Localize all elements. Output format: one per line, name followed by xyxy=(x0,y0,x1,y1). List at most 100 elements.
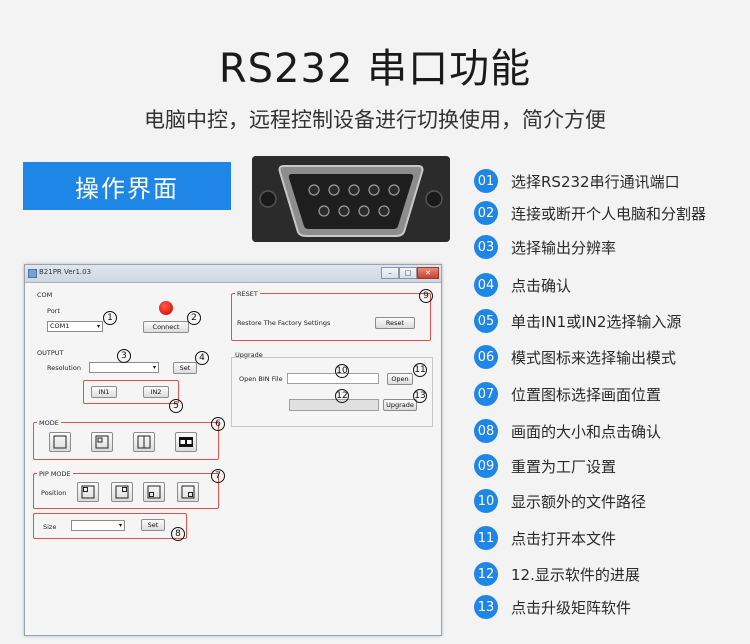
marker-3: 3 xyxy=(117,347,131,363)
maximize-button[interactable]: □ xyxy=(399,267,417,279)
step-item: 05 单击IN1或IN2选择输入源 xyxy=(474,308,681,334)
window-titlebar[interactable]: B21PR Ver1.03 – □ ✕ xyxy=(25,265,441,283)
resolution-select[interactable]: ▾ xyxy=(89,362,159,373)
com-group-label: COM xyxy=(37,291,53,299)
step-number: 03 xyxy=(474,235,498,259)
resolution-set-button[interactable]: Set xyxy=(173,362,197,374)
chevron-down-icon: ▾ xyxy=(118,522,122,529)
reset-button[interactable]: Reset xyxy=(375,317,415,329)
step-item: 01 选择RS232串行通讯端口 xyxy=(474,168,680,194)
marker-4: 4 xyxy=(195,349,209,365)
marker-12: 12 xyxy=(335,389,349,403)
db9-port-photo xyxy=(252,156,450,242)
step-text: 位置图标选择画面位置 xyxy=(511,385,662,404)
pip-top-left-button[interactable] xyxy=(77,482,99,502)
bin-path-field[interactable] xyxy=(287,373,379,384)
step-text: 12.显示软件的进展 xyxy=(511,565,640,584)
reset-group-label: RESET xyxy=(235,290,260,298)
marker-6: 6 xyxy=(211,415,225,431)
step-number: 02 xyxy=(474,201,498,225)
window-title: B21PR Ver1.03 xyxy=(39,268,92,276)
step-item: 07 位置图标选择画面位置 xyxy=(474,381,661,407)
pip-top-right-button[interactable] xyxy=(111,482,133,502)
step-text: 连接或断开个人电脑和分割器 xyxy=(511,204,707,223)
step-text: 重置为工厂设置 xyxy=(511,457,617,476)
split-screen-icon xyxy=(137,435,151,449)
restore-factory-label: Restore The Factory Settings xyxy=(237,319,331,327)
step-number: 06 xyxy=(474,345,498,369)
step-item: 11 点击打开本文件 xyxy=(474,525,616,551)
pip-group-label: PIP MODE xyxy=(37,470,73,478)
step-item: 09 重置为工厂设置 xyxy=(474,453,616,479)
pip-position-highlight xyxy=(33,473,219,509)
marker-10: 10 xyxy=(335,364,349,378)
split-fill-screen-icon xyxy=(179,437,193,447)
connect-button[interactable]: Connect xyxy=(143,321,189,333)
pip-top-right-icon xyxy=(115,485,129,499)
in2-button[interactable]: IN2 xyxy=(143,386,169,398)
mode-pip-button[interactable] xyxy=(91,432,113,452)
marker-1: 1 xyxy=(103,309,117,325)
ops-interface-label: 操作界面 xyxy=(23,162,231,210)
single-screen-icon xyxy=(53,435,67,449)
pip-bottom-right-icon xyxy=(181,485,195,499)
size-label: Size xyxy=(43,523,57,531)
size-select[interactable]: ▾ xyxy=(71,520,125,531)
output-group-label: OUTPUT xyxy=(37,349,64,357)
marker-5: 5 xyxy=(169,397,183,413)
open-button[interactable]: Open xyxy=(387,373,413,385)
marker-2: 2 xyxy=(187,309,201,325)
step-number: 07 xyxy=(474,382,498,406)
port-select[interactable]: COM1▾ xyxy=(47,321,103,332)
step-number: 12 xyxy=(474,562,498,586)
step-text: 选择输出分辨率 xyxy=(511,238,617,257)
marker-7: 7 xyxy=(211,467,225,483)
step-number: 13 xyxy=(474,595,498,619)
step-item: 04 点击确认 xyxy=(474,272,571,298)
step-text: 点击确认 xyxy=(511,276,572,295)
port-label: Port xyxy=(47,307,60,315)
connection-status-led xyxy=(159,301,173,315)
pip-bottom-left-button[interactable] xyxy=(143,482,165,502)
page-subtitle: 电脑中控，远程控制设备进行切换使用，简介方便 xyxy=(144,108,606,132)
upgrade-button[interactable]: Upgrade xyxy=(383,399,417,411)
chevron-down-icon: ▾ xyxy=(152,364,156,371)
mode-split-fill-button[interactable] xyxy=(175,432,197,452)
pip-bottom-right-button[interactable] xyxy=(177,482,199,502)
step-number: 05 xyxy=(474,309,498,333)
minimize-button[interactable]: – xyxy=(381,267,399,279)
step-number: 11 xyxy=(474,526,498,550)
step-number: 04 xyxy=(474,273,498,297)
step-text: 单击IN1或IN2选择输入源 xyxy=(511,312,682,331)
step-item: 03 选择输出分辨率 xyxy=(474,234,616,260)
pip-bottom-left-icon xyxy=(147,485,161,499)
app-window: B21PR Ver1.03 – □ ✕ COM Port COM1▾ 1 Con… xyxy=(24,264,442,636)
resolution-label: Resolution xyxy=(47,364,81,372)
mode-single-button[interactable] xyxy=(49,432,71,452)
step-text: 选择RS232串行通讯端口 xyxy=(511,172,680,191)
pip-size-highlight xyxy=(33,513,187,539)
mode-group-label: MODE xyxy=(37,419,61,427)
page-title: RS232 串口功能 xyxy=(218,46,532,92)
step-item: 02 连接或断开个人电脑和分割器 xyxy=(474,200,706,226)
marker-11: 11 xyxy=(413,363,427,377)
step-text: 点击打开本文件 xyxy=(511,529,617,548)
close-button[interactable]: ✕ xyxy=(417,267,439,279)
pip-screen-icon xyxy=(95,435,109,449)
marker-13: 13 xyxy=(413,389,427,403)
app-icon xyxy=(28,269,37,278)
step-text: 显示额外的文件路径 xyxy=(511,492,647,511)
pip-top-left-icon xyxy=(81,485,95,499)
step-text: 画面的大小和点击确认 xyxy=(511,422,662,441)
in1-button[interactable]: IN1 xyxy=(91,386,117,398)
input-source-highlight xyxy=(83,380,179,404)
mode-split-button[interactable] xyxy=(133,432,155,452)
step-number: 09 xyxy=(474,454,498,478)
upgrade-group-label: Upgrade xyxy=(235,351,263,359)
open-bin-label: Open BIN File xyxy=(239,375,283,383)
position-label: Position xyxy=(41,489,67,497)
size-set-button[interactable]: Set xyxy=(141,519,165,531)
step-number: 01 xyxy=(474,169,498,193)
